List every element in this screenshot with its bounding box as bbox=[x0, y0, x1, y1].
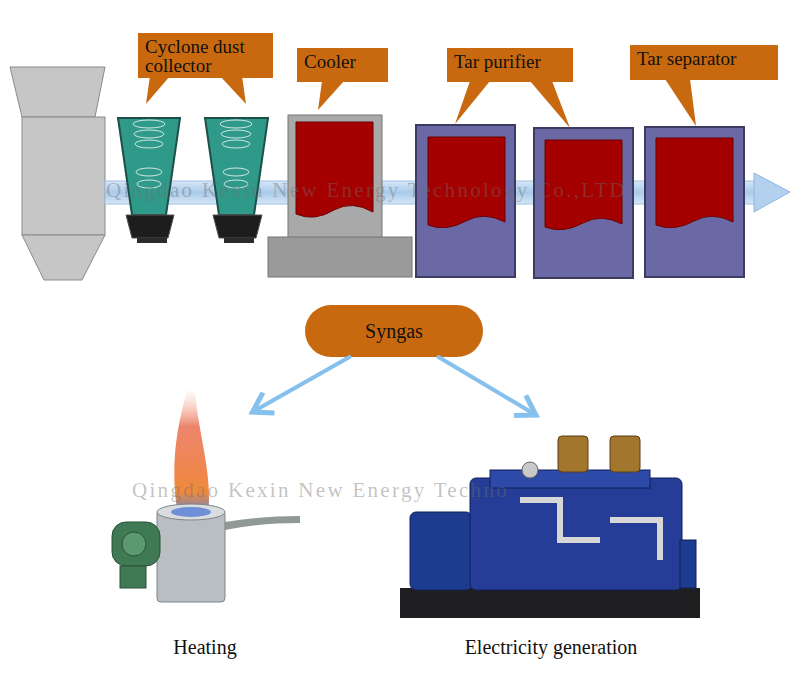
tar-purifier-unit bbox=[534, 128, 633, 278]
generator-base bbox=[400, 588, 700, 618]
dust-outlet bbox=[224, 238, 254, 243]
flow-connector bbox=[253, 357, 350, 412]
node-text: Heating bbox=[173, 636, 236, 665]
cyclone-spiral bbox=[223, 168, 249, 176]
callout-pointer bbox=[530, 81, 570, 128]
engine-head bbox=[490, 470, 650, 488]
blower-stand bbox=[120, 566, 146, 588]
callout-box: Cooler bbox=[297, 48, 388, 82]
dust-outlet bbox=[137, 238, 167, 243]
callout-box: Tar purifier bbox=[447, 48, 573, 82]
gasifier-cone bbox=[22, 235, 105, 280]
callout-pointer bbox=[665, 79, 696, 126]
cooler-panel bbox=[296, 122, 373, 217]
burner-cylinder bbox=[157, 510, 225, 602]
node-text: Syngas bbox=[365, 320, 423, 343]
purifier-body bbox=[534, 128, 633, 278]
flow-connector bbox=[439, 357, 536, 415]
cyclone-spiral bbox=[135, 140, 163, 148]
cyclone-spiral bbox=[222, 140, 250, 148]
flow-arrowhead bbox=[754, 173, 790, 212]
blower-fan bbox=[122, 532, 146, 556]
burner-nozzle bbox=[171, 507, 211, 517]
alternator bbox=[410, 512, 472, 590]
node-text: Tar separator bbox=[637, 49, 771, 68]
node-text: Tar purifier bbox=[454, 52, 566, 71]
coolant-pipe bbox=[610, 520, 660, 560]
gasifier-hopper bbox=[10, 67, 105, 117]
callout-pointer bbox=[146, 76, 170, 104]
callout-pointer bbox=[318, 81, 344, 110]
watermark-text: Qingdao Kexin New Energy Techno bbox=[132, 478, 509, 503]
gasifier bbox=[10, 67, 105, 280]
cooler-body bbox=[288, 115, 382, 238]
node-text: Cooler bbox=[304, 52, 381, 71]
cyclone-spiral bbox=[220, 120, 252, 128]
tar-separator-unit bbox=[645, 127, 744, 277]
separator-body bbox=[645, 127, 744, 277]
air-filter bbox=[610, 436, 640, 472]
node-text: Electricity generation bbox=[465, 636, 638, 665]
callout-pointer bbox=[220, 76, 246, 104]
cyclone-spiral bbox=[136, 168, 162, 176]
separator-panel bbox=[656, 138, 733, 228]
cooler-base bbox=[268, 237, 412, 277]
cyclone-spiral bbox=[134, 130, 164, 138]
gas-tube bbox=[225, 516, 300, 530]
dust-hopper bbox=[126, 215, 174, 238]
use-node: Heating bbox=[110, 412, 300, 665]
cyclone-spiral bbox=[133, 120, 165, 128]
node-text: Cyclone dust collector bbox=[145, 37, 266, 75]
radiator-end bbox=[680, 540, 696, 588]
gasifier-body bbox=[22, 117, 105, 235]
air-filter bbox=[558, 436, 588, 472]
callout-pointer bbox=[455, 81, 490, 124]
burner-top bbox=[157, 504, 225, 520]
watermark-text: Qingdao Kexin New Energy Technology Co.,… bbox=[106, 178, 627, 203]
generator-illustration bbox=[400, 436, 700, 618]
use-node: Electricity generation bbox=[400, 415, 702, 665]
cyclone-spiral bbox=[221, 130, 251, 138]
product-pill: Syngas bbox=[305, 305, 483, 357]
callout-pointers bbox=[146, 76, 696, 128]
dust-hopper bbox=[213, 215, 262, 238]
coolant-pipe bbox=[520, 500, 600, 540]
callout-box: Tar separator bbox=[630, 45, 778, 80]
blower-housing bbox=[112, 522, 160, 566]
callout-box: Cyclone dust collector bbox=[138, 33, 273, 78]
gauge bbox=[522, 462, 538, 478]
